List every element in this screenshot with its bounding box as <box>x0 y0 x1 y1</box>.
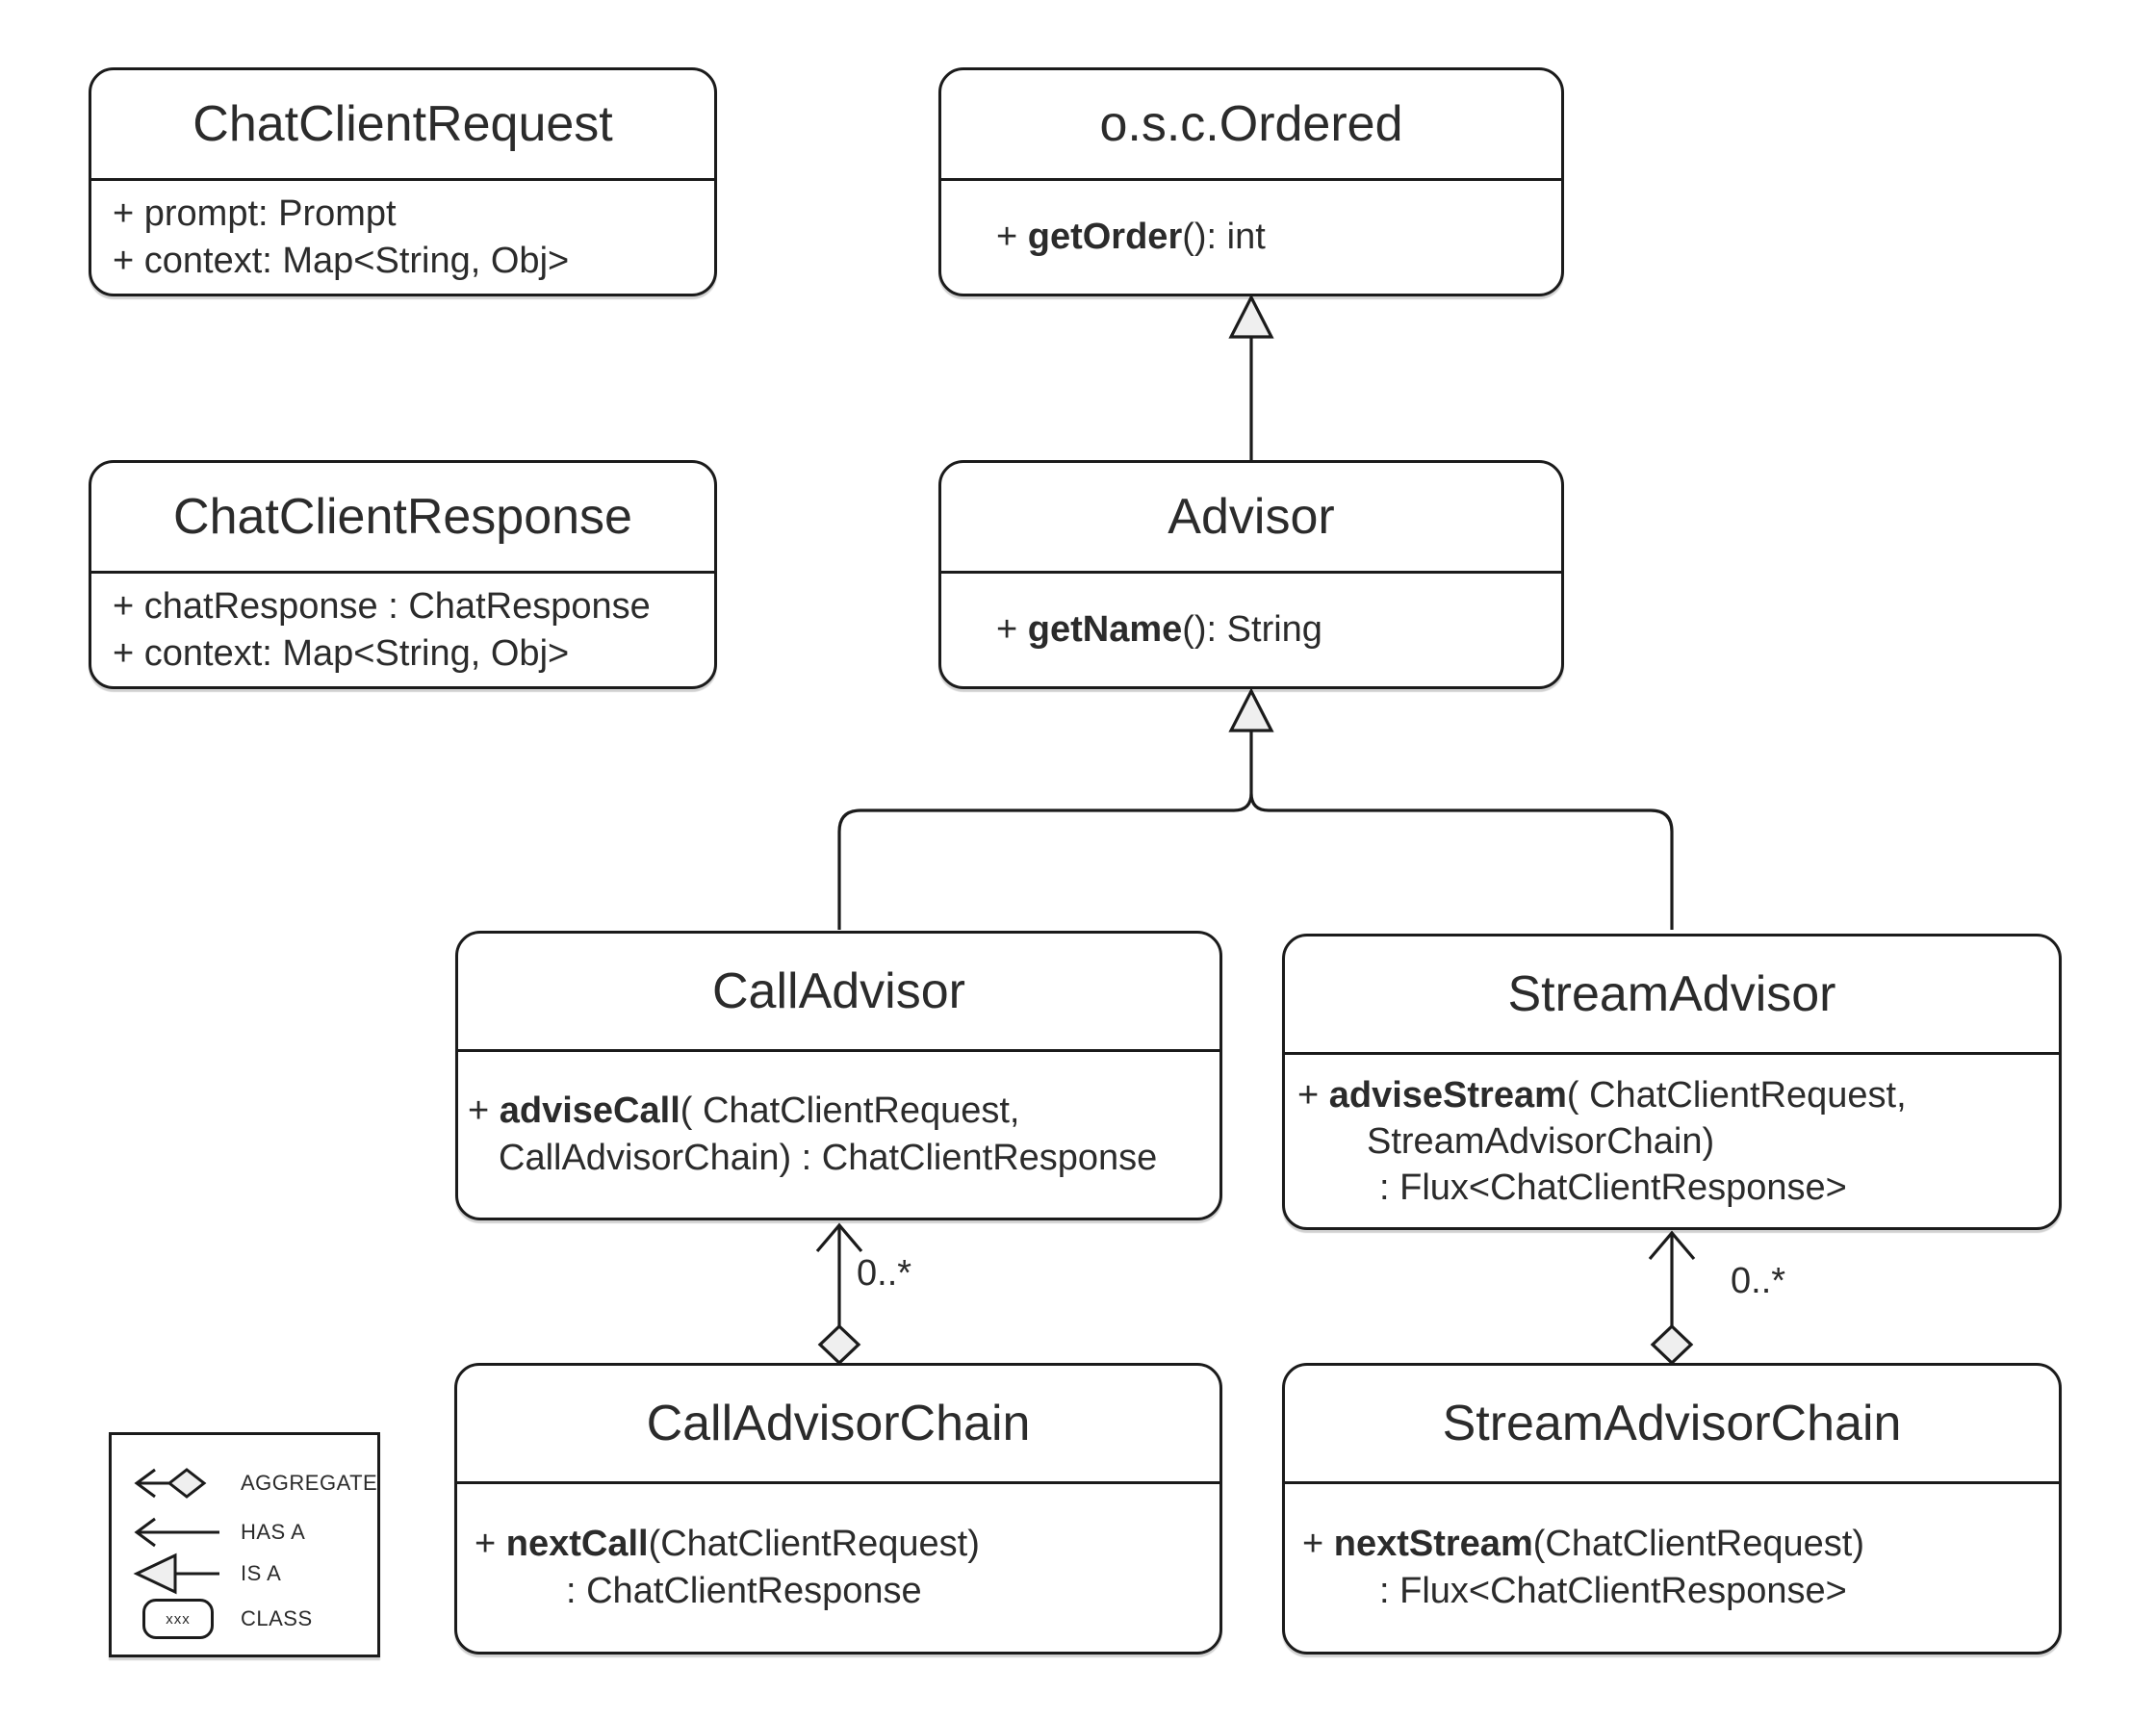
class-box-advisor: Advisor + getName(): String <box>938 460 1564 689</box>
method-visibility: + <box>1297 1074 1329 1116</box>
isa-fork-path <box>837 731 1674 930</box>
method-visibility: + <box>1302 1524 1334 1564</box>
method-line: + adviseStream( ChatClientRequest, <box>1297 1072 2059 1118</box>
legend-label: CLASS <box>241 1606 313 1630</box>
method-visibility: + <box>996 217 1028 257</box>
class-box-chat-client-response: ChatClientResponse + chatResponse : Chat… <box>89 460 717 689</box>
class-title: StreamAdvisorChain <box>1285 1366 2059 1484</box>
mini-class-text: xxx <box>166 1610 191 1628</box>
legend: AGGREGATE HAS A IS A xxx CLASS <box>109 1432 380 1657</box>
method-line-continued: : Flux<ChatClientResponse> <box>1379 1167 1847 1208</box>
class-box-ordered: o.s.c.Ordered + getOrder(): int <box>938 67 1564 296</box>
aggregate-diamond-stream-icon <box>1650 1323 1694 1366</box>
class-title: ChatClientRequest <box>91 70 714 181</box>
isa-triangle-advisor-icon <box>1228 687 1274 732</box>
has-a-arrowhead-stream-icon <box>1648 1230 1696 1261</box>
method-signature: ( ChatClientRequest, <box>680 1090 1020 1131</box>
method-visibility: + <box>468 1090 500 1131</box>
method-name: getName <box>1027 609 1183 650</box>
method-visibility: + <box>996 609 1028 650</box>
legend-label: AGGREGATE <box>241 1471 378 1495</box>
class-box-stream-advisor: StreamAdvisor + adviseStream( ChatClient… <box>1282 934 2062 1230</box>
class-title: ChatClientResponse <box>91 463 714 574</box>
method-line-continued: : Flux<ChatClientResponse> <box>1379 1571 1847 1611</box>
class-title: o.s.c.Ordered <box>941 70 1561 181</box>
class-title: CallAdvisor <box>458 934 1219 1052</box>
class-box-call-advisor-chain: CallAdvisorChain + nextCall(ChatClientRe… <box>454 1363 1222 1655</box>
class-box-stream-advisor-chain: StreamAdvisorChain + nextStream(ChatClie… <box>1282 1363 2062 1655</box>
legend-row-is-a: IS A <box>112 1552 281 1596</box>
method-line-continued: CallAdvisorChain) : ChatClientResponse <box>499 1138 1158 1178</box>
class-title: StreamAdvisor <box>1285 936 2059 1055</box>
class-box-chat-client-request: ChatClientRequest + prompt: Prompt + con… <box>89 67 717 296</box>
attribute-line: + chatResponse : ChatResponse <box>113 585 651 627</box>
legend-label: HAS A <box>241 1520 306 1544</box>
method-visibility: + <box>475 1524 506 1564</box>
method-line: + nextCall(ChatClientRequest) <box>475 1521 1219 1568</box>
attribute-line: + context: Map<String, Obj> <box>113 632 570 674</box>
method-name: nextCall <box>505 1524 649 1564</box>
method-name: adviseStream <box>1328 1074 1567 1116</box>
multiplicity-stream: 0..* <box>1731 1261 1786 1301</box>
method-line: + nextStream(ChatClientRequest) <box>1302 1521 2059 1568</box>
method-name: getOrder <box>1027 217 1183 257</box>
legend-row-aggregate: AGGREGATE <box>112 1461 377 1505</box>
has-a-arrowhead-call-icon <box>815 1222 863 1253</box>
aggregate-diamond-call-icon <box>817 1323 861 1366</box>
method-signature: (ChatClientRequest) <box>648 1524 980 1564</box>
attribute-line: + prompt: Prompt <box>113 192 397 234</box>
method-signature: ( ChatClientRequest, <box>1566 1074 1907 1116</box>
legend-row-class: xxx CLASS <box>112 1597 313 1641</box>
method-line: + getOrder(): int <box>996 214 1561 261</box>
legend-row-has-a: HAS A <box>112 1510 305 1554</box>
method-name: adviseCall <box>499 1090 680 1131</box>
class-title: CallAdvisorChain <box>457 1366 1219 1484</box>
method-signature: (ChatClientRequest) <box>1532 1524 1864 1564</box>
method-signature: (): int <box>1182 217 1266 257</box>
method-signature: (): String <box>1182 609 1322 650</box>
legend-label: IS A <box>241 1561 282 1585</box>
aggregate-arrow-icon <box>134 1468 207 1499</box>
mini-class-box-icon: xxx <box>142 1599 214 1639</box>
method-line-continued: : ChatClientResponse <box>566 1571 922 1611</box>
multiplicity-call: 0..* <box>857 1253 912 1294</box>
has-a-arrow-icon <box>134 1517 219 1548</box>
isa-triangle-ordered-icon <box>1228 294 1274 339</box>
method-line: + getName(): String <box>996 606 1561 654</box>
class-title: Advisor <box>941 463 1561 574</box>
method-line: + adviseCall( ChatClientRequest, <box>468 1088 1219 1135</box>
attribute-line: + context: Map<String, Obj> <box>113 240 570 281</box>
method-line-continued: StreamAdvisorChain) <box>1367 1120 1715 1162</box>
class-box-call-advisor: CallAdvisor + adviseCall( ChatClientRequ… <box>455 931 1222 1220</box>
method-name: nextStream <box>1333 1524 1533 1564</box>
is-a-arrow-icon <box>133 1552 219 1595</box>
